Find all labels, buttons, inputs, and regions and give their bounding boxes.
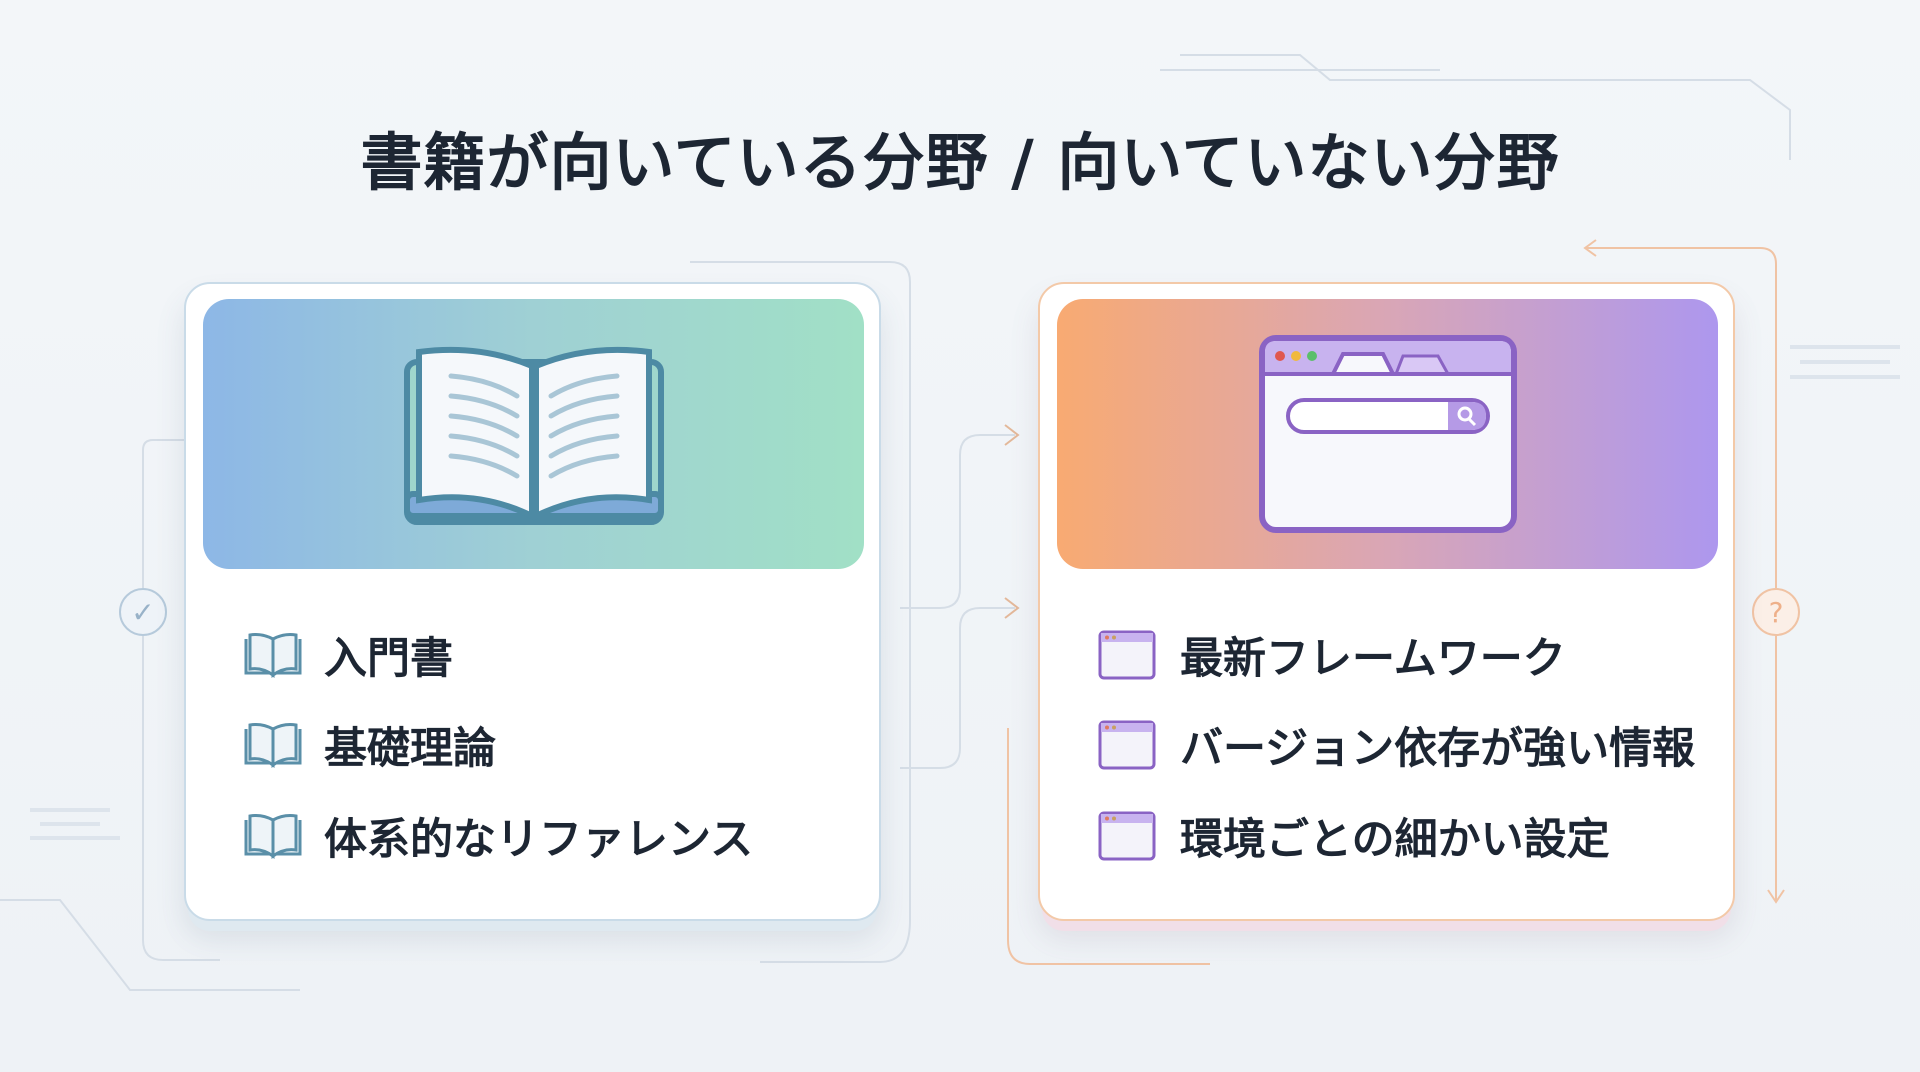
unsuited-fields-card: 最新フレームワーク バージョン依存が強い情報 環境ごとの細かい設定 bbox=[1038, 282, 1735, 921]
open-book-icon bbox=[403, 346, 664, 525]
list-item: バージョン依存が強い情報 bbox=[1098, 715, 1695, 775]
page-title: 書籍が向いている分野 / 向いていない分野 bbox=[360, 126, 1560, 199]
window-icon bbox=[1098, 720, 1160, 770]
check-icon: ✓ bbox=[119, 588, 167, 636]
browser-window-icon bbox=[1258, 335, 1517, 533]
list-item: 環境ごとの細かい設定 bbox=[1098, 806, 1610, 866]
window-icon bbox=[1098, 630, 1160, 680]
question-icon: ? bbox=[1752, 588, 1800, 636]
unsuited-header bbox=[1057, 299, 1718, 569]
list-item: 基礎理論 bbox=[242, 715, 496, 775]
book-icon bbox=[242, 630, 304, 680]
book-icon bbox=[242, 811, 304, 861]
list-item: 最新フレームワーク bbox=[1098, 625, 1566, 685]
suited-fields-card: 入門書 基礎理論 体系的なリファレンス bbox=[184, 282, 881, 921]
list-item: 入門書 bbox=[242, 625, 453, 685]
suited-header bbox=[203, 299, 864, 569]
book-icon bbox=[242, 720, 304, 770]
window-icon bbox=[1098, 811, 1160, 861]
list-item: 体系的なリファレンス bbox=[242, 806, 753, 866]
